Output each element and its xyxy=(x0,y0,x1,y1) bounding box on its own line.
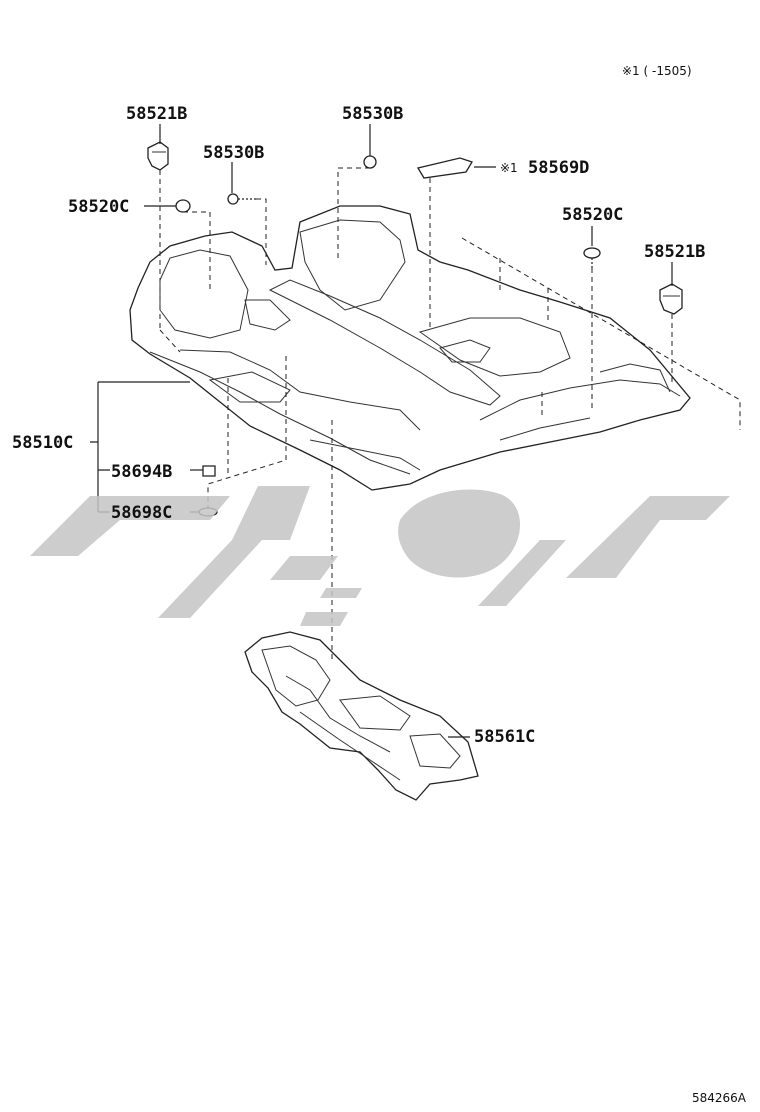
part-label-58569d: 58569D xyxy=(528,158,589,178)
floor-carpet-drawing xyxy=(129,205,691,491)
part-label-58694b: 58694B xyxy=(111,462,172,482)
pad-58569d-drawing xyxy=(416,157,473,179)
clip-58520c-right-drawing xyxy=(583,247,601,268)
footer-code: 584266A xyxy=(692,1091,747,1105)
part-label-58520c-right: 58520C xyxy=(562,205,623,225)
rear-floor-cover-drawing xyxy=(244,631,479,801)
part-label-58561c: 58561C xyxy=(474,727,535,747)
part-note-mark: ※1 xyxy=(500,161,518,175)
part-label-58520c-left: 58520C xyxy=(68,197,129,217)
part-label-58521b-left: 58521B xyxy=(126,104,187,124)
fastener-58530b-left-drawing xyxy=(227,193,256,205)
watermark-logo xyxy=(30,486,730,626)
part-label-58510c: 58510C xyxy=(12,433,73,453)
clip-58521b-right-drawing xyxy=(659,283,683,315)
part-label-58521b-right: 58521B xyxy=(644,242,705,262)
part-label-58698c: 58698C xyxy=(111,503,172,523)
clip-58520c-left-drawing xyxy=(175,199,191,213)
part-label-58530b-top: 58530B xyxy=(342,104,403,124)
header-note: ※1 ( -1505) xyxy=(622,64,692,78)
bolt-58694b-drawing xyxy=(202,465,216,477)
part-label-58530b-left: 58530B xyxy=(203,143,264,163)
fastener-58530b-top-drawing xyxy=(363,155,377,169)
clip-58521b-left-drawing xyxy=(147,141,169,171)
